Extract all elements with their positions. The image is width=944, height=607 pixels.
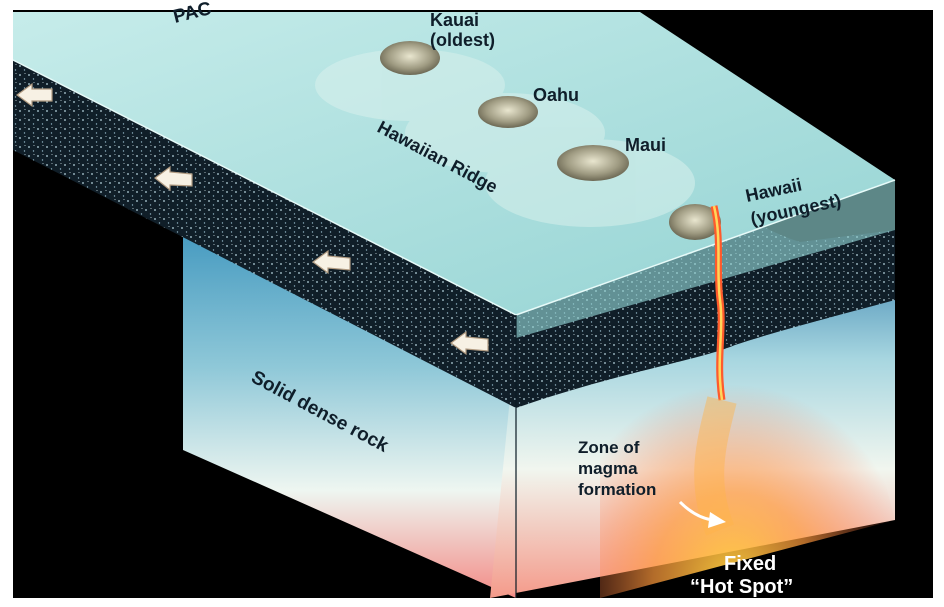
- hotspot-label-line1: Fixed: [724, 553, 776, 575]
- zone-label-line1: Zone of: [578, 438, 640, 457]
- oahu-island: [478, 96, 538, 128]
- hotspot-label-line2: “Hot Spot”: [690, 576, 793, 598]
- maui-label: Maui: [625, 135, 666, 155]
- magma-plume: [709, 400, 722, 530]
- zone-label-line2: magma: [578, 459, 638, 478]
- maui-island: [557, 145, 629, 181]
- kauai-oldest-label: (oldest): [430, 30, 495, 50]
- oahu-label: Oahu: [533, 85, 579, 105]
- kauai-label: Kauai: [430, 10, 479, 30]
- zone-label-line3: formation: [578, 480, 656, 499]
